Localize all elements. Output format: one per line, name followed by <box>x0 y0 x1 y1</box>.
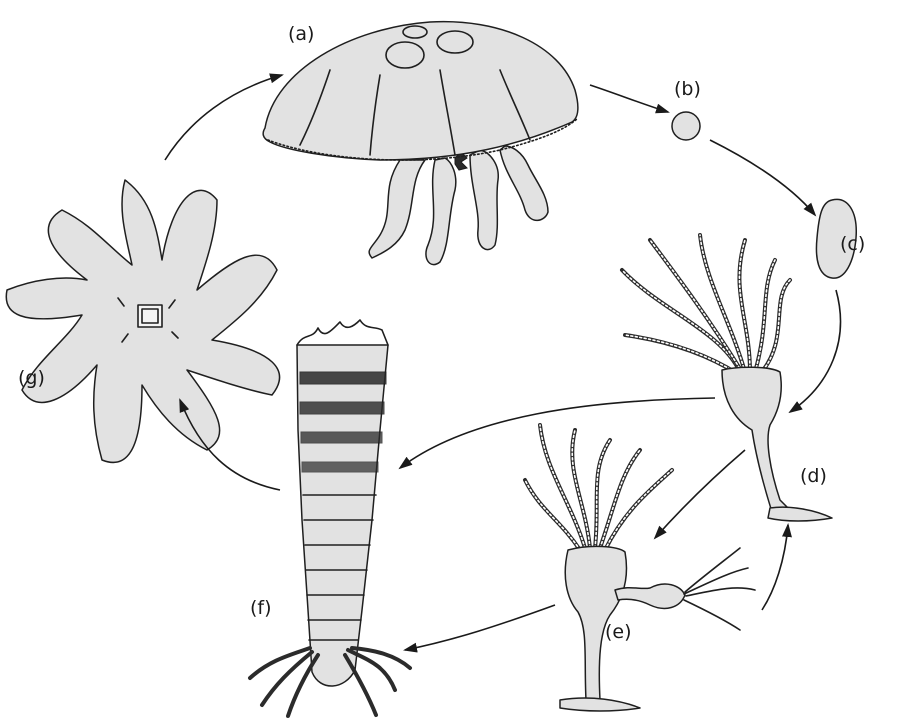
stage-label-g: (g) <box>18 367 45 389</box>
stage-label-b: (b) <box>674 78 701 100</box>
stage-label-a: (a) <box>288 23 314 45</box>
arrow-e-to-d <box>762 525 788 610</box>
stage-label-f: (f) <box>250 597 272 619</box>
medusa-illustration <box>263 22 578 265</box>
egg-illustration <box>672 112 700 140</box>
arrow-c-to-d <box>790 290 840 412</box>
stage-label-d: (d) <box>800 465 827 487</box>
stage-label-e: (e) <box>605 621 632 643</box>
arrow-d-to-e <box>655 450 745 538</box>
arrow-e-to-f <box>405 605 555 650</box>
arrow-b-to-c <box>710 140 815 215</box>
ephyra-illustration <box>6 180 279 462</box>
arrow-g-to-a <box>165 75 282 160</box>
arrow-a-to-b <box>590 85 668 112</box>
budding-polyp-illustration <box>525 425 755 711</box>
stage-label-c: (c) <box>840 233 865 255</box>
arrow-d-to-f <box>400 398 715 468</box>
